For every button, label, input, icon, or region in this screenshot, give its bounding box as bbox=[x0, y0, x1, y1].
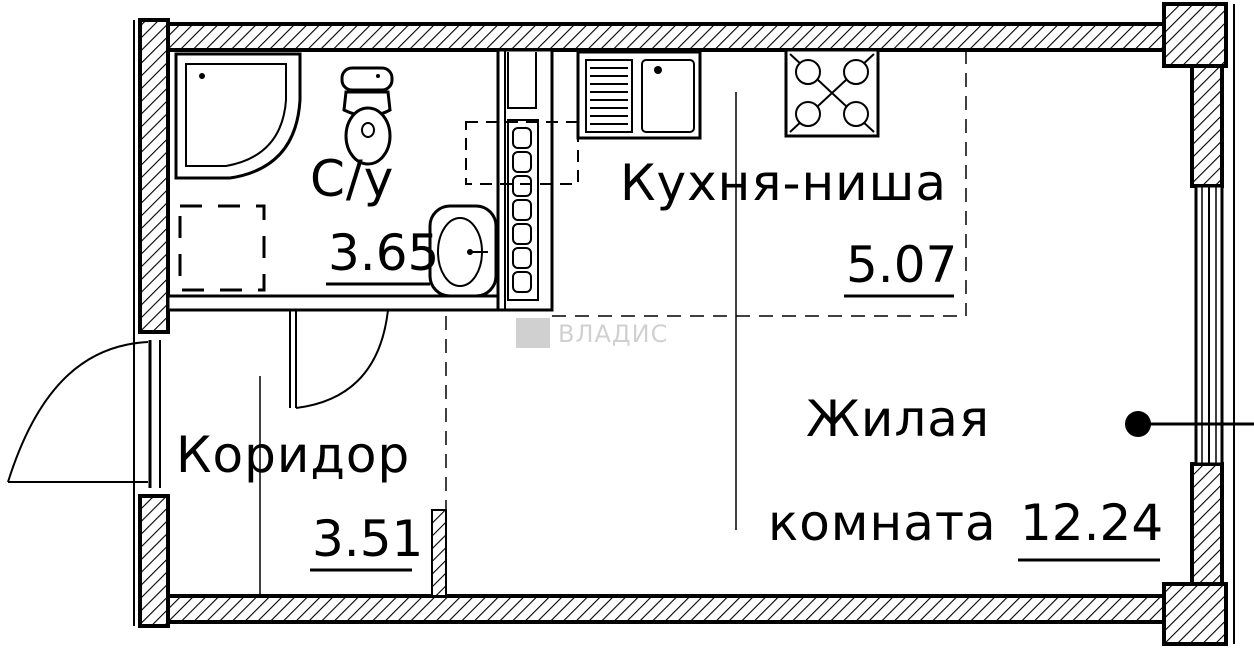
washbasin-icon bbox=[428, 204, 498, 298]
wall-left-lower bbox=[138, 494, 170, 628]
room-labels: С/у 3.65 Кухня-ниша 5.07 Коридор 3.51 Жи… bbox=[176, 150, 1163, 572]
cabinet-icon bbox=[178, 204, 266, 292]
radiator-icon bbox=[507, 119, 539, 301]
kitchen-name: Кухня-ниша bbox=[620, 154, 947, 212]
watermark-text: ВЛАДИС bbox=[558, 320, 668, 348]
bathtub-icon bbox=[174, 52, 302, 180]
living-room-name-line1: Жилая bbox=[806, 390, 990, 448]
corridor-area: 3.51 bbox=[312, 510, 423, 568]
bathroom-area: 3.65 bbox=[328, 224, 439, 282]
wall-right-upper bbox=[1190, 60, 1224, 188]
column-top-right bbox=[1162, 2, 1228, 68]
watermark: ВЛАДИС bbox=[516, 318, 668, 348]
column-bottom-right bbox=[1162, 582, 1228, 646]
living-room-area: 12.24 bbox=[1020, 494, 1163, 552]
outer-walls bbox=[133, 2, 1235, 646]
wall-top bbox=[166, 22, 1168, 52]
partition-stub bbox=[431, 509, 447, 597]
wall-bottom bbox=[166, 594, 1168, 624]
watermark-logo bbox=[516, 318, 550, 348]
electric-point-icon bbox=[1125, 411, 1254, 437]
window-right bbox=[1194, 184, 1224, 466]
entrance-door bbox=[7, 330, 168, 498]
kitchen-area: 5.07 bbox=[846, 236, 957, 294]
kitchen-sink-icon bbox=[576, 50, 702, 140]
wall-right-lower bbox=[1190, 462, 1224, 588]
pipe-icon bbox=[507, 52, 537, 109]
living-room-name-line2: комната bbox=[768, 494, 997, 552]
wall-left-upper bbox=[138, 18, 170, 334]
washing-machine-icon bbox=[465, 121, 579, 185]
corridor-name: Коридор bbox=[176, 426, 410, 484]
toilet-icon bbox=[340, 66, 394, 166]
bathroom-name: С/у bbox=[310, 150, 394, 208]
stove-icon bbox=[784, 48, 880, 138]
